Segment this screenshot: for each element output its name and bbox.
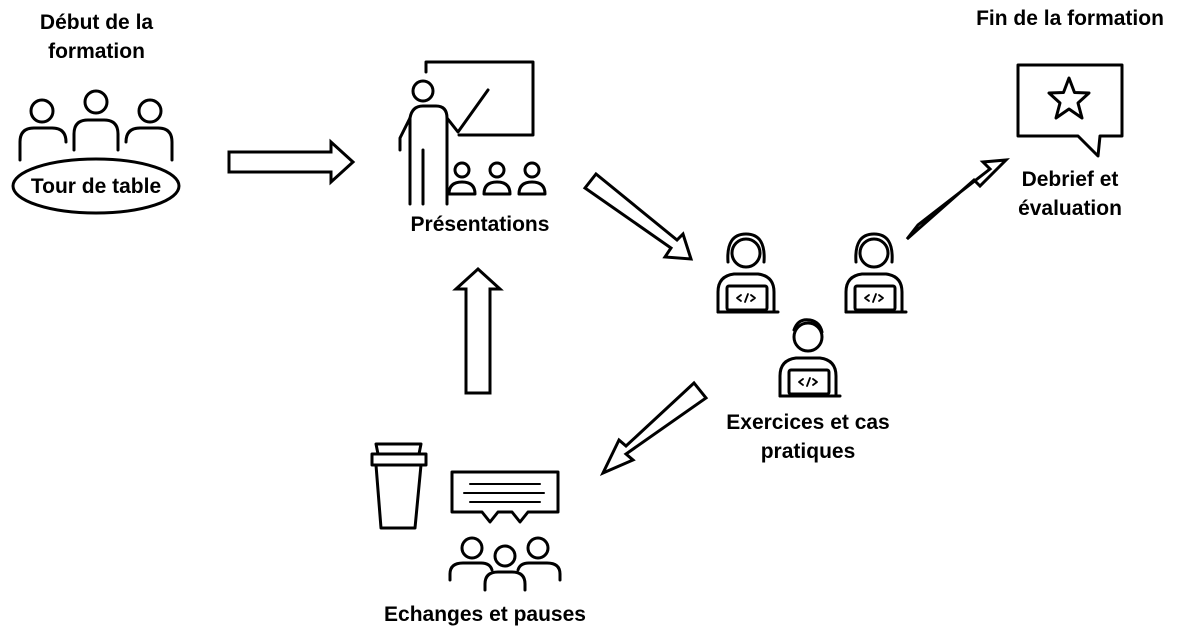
start-label: Début de la formation bbox=[10, 8, 183, 66]
exchanges-label: Echanges et pauses bbox=[384, 603, 586, 626]
exercises-label: Exercices et cas pratiques bbox=[712, 408, 904, 466]
arrow-presentations-to-exercises bbox=[582, 171, 694, 261]
coffee-cup-icon bbox=[370, 442, 428, 530]
presentation-board-icon bbox=[398, 60, 547, 206]
star-feedback-icon bbox=[1016, 63, 1124, 158]
arrow-table-to-presentations bbox=[227, 138, 356, 186]
presentations-label: Présentations bbox=[410, 213, 550, 236]
arrow-exchanges-to-presentations bbox=[452, 266, 504, 395]
table-label: Tour de table bbox=[30, 175, 162, 198]
end-label: Fin de la formation bbox=[976, 7, 1164, 30]
arrow-exchanges-to-exercises bbox=[599, 380, 709, 476]
debrief-label-line2: évaluation bbox=[1018, 197, 1122, 220]
debrief-label: Debrief et évaluation bbox=[995, 165, 1145, 223]
start-label-line2: formation bbox=[48, 40, 145, 63]
debrief-label-line1: Debrief et bbox=[1021, 168, 1119, 191]
arrow-exercises-to-debrief bbox=[905, 158, 1010, 241]
discussion-group-icon bbox=[448, 470, 562, 592]
exercises-label-line1: Exercices et cas bbox=[726, 411, 890, 434]
exercises-label-line2: pratiques bbox=[760, 440, 856, 463]
meeting-table-icon bbox=[11, 89, 181, 215]
start-label-line1: Début de la bbox=[39, 11, 154, 34]
coding-people-icon bbox=[716, 232, 908, 398]
